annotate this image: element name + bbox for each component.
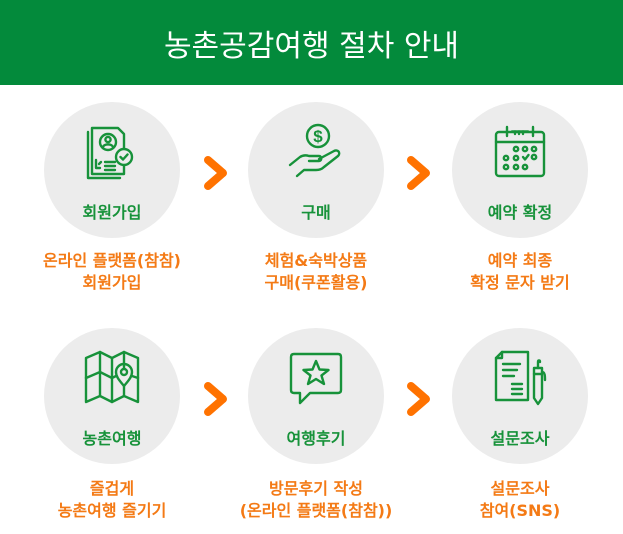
step-description: 설문조사 참여(SNS): [420, 478, 620, 522]
step-label: 구매: [301, 203, 331, 222]
member-profile-document-check-icon: [86, 126, 134, 180]
star-speech-bubble-icon: [289, 352, 343, 405]
chevron-right-icon: [407, 156, 430, 190]
desc-line: 확정 문자 받기: [470, 273, 570, 292]
map-location-pin-icon: [84, 350, 140, 404]
step-circle-purchase: $ 구매: [248, 102, 384, 238]
hand-holding-coin-icon: $: [288, 123, 341, 178]
step-circle-rural-trip: 농촌여행: [44, 328, 180, 464]
page-title: 농촌공감여행 절차 안내: [163, 28, 460, 64]
desc-line: (온라인 플랫폼(참참)): [239, 501, 393, 520]
step-label: 설문조사: [490, 429, 550, 448]
chevron-right-icon: [407, 382, 430, 416]
svg-text:$: $: [313, 127, 323, 146]
desc-line: 온라인 플랫폼(참참): [43, 251, 181, 270]
desc-line: 참여(SNS): [479, 501, 561, 520]
step-description: 체험&숙박상품 구매(쿠폰활용): [216, 250, 416, 294]
desc-line: 즐겁게: [89, 479, 135, 498]
step-description: 온라인 플랫폼(참참) 회원가입: [12, 250, 212, 294]
step-description: 예약 최종 확정 문자 받기: [420, 250, 620, 294]
desc-line: 예약 최종: [487, 251, 553, 270]
step-description: 방문후기 작성 (온라인 플랫폼(참참)): [216, 478, 416, 522]
chevron-right-icon: [204, 382, 227, 416]
step-label: 회원가입: [82, 203, 142, 222]
desc-line: 구매(쿠폰활용): [264, 273, 368, 292]
step-description: 즐겁게 농촌여행 즐기기: [12, 478, 212, 522]
desc-line: 농촌여행 즐기기: [57, 501, 167, 520]
desc-line: 방문후기 작성: [269, 479, 363, 498]
step-circle-reservation: 예약 확정: [452, 102, 588, 238]
step-circle-signup: 회원가입: [44, 102, 180, 238]
step-label: 농촌여행: [82, 429, 142, 448]
step-label: 예약 확정: [487, 203, 553, 222]
desc-line: 체험&숙박상품: [264, 251, 368, 270]
desc-line: 설문조사: [490, 479, 550, 498]
chevron-right-icon: [204, 156, 227, 190]
step-label: 여행후기: [286, 429, 346, 448]
step-circle-review: 여행후기: [248, 328, 384, 464]
document-pen-icon: [494, 350, 547, 406]
step-circle-survey: 설문조사: [452, 328, 588, 464]
desc-line: 회원가입: [82, 273, 142, 292]
header-banner: 농촌공감여행 절차 안내: [0, 0, 623, 85]
calendar-check-icon: [494, 125, 546, 178]
